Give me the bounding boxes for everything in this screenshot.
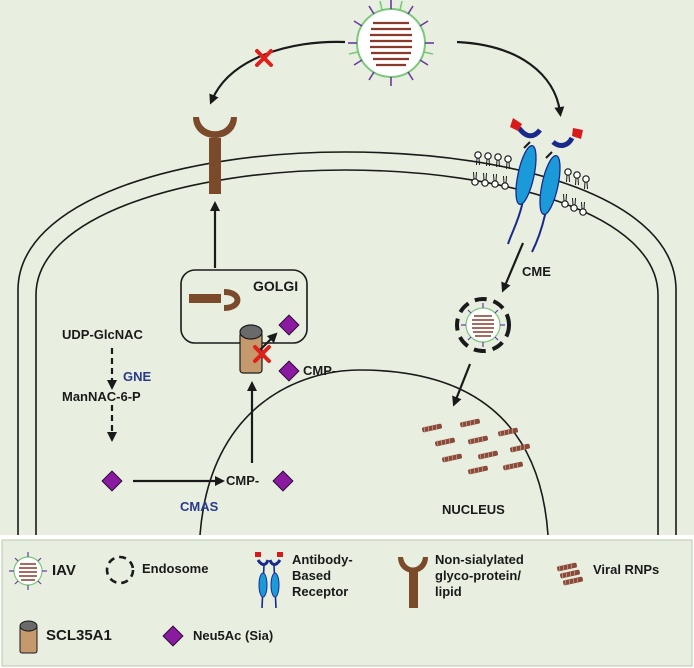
binding-arrow-antibody: [456, 40, 565, 117]
gne-label: GNE: [123, 369, 152, 384]
endosome-to-nucleus-arrow: [452, 363, 472, 407]
legend-scl-label: SCL35A1: [46, 627, 112, 644]
golgi-label: GOLGI: [253, 278, 299, 294]
cmp-golgi-label: CMP-: [303, 363, 337, 378]
cme-label: CME: [522, 264, 551, 279]
legend-virus-icon: [9, 552, 47, 590]
endosome-icon: [455, 297, 511, 353]
cell-membrane: [17, 151, 677, 535]
mannac-label: ManNAC-6-P: [62, 389, 141, 404]
virus-icon: [348, 0, 434, 86]
transport-arrow: [257, 332, 278, 353]
antibody-receptor-icon: [507, 118, 583, 253]
legend-antibody-label-1: Antibody-: [292, 552, 353, 567]
legend-antibody-label-3: Receptor: [292, 584, 349, 599]
legend-antibody-icon: [255, 552, 283, 609]
legend-rnps-label: Viral RNPs: [593, 562, 660, 577]
block-x-icon: [253, 345, 271, 363]
udp-glcnac-label: UDP-GlcNAC: [62, 327, 143, 342]
legend-iav-label: IAV: [52, 562, 76, 579]
cmp-nucleus-label: CMP-: [226, 473, 260, 488]
legend-transporter-icon: [19, 620, 38, 654]
legend-nonsia-label-1: Non-sialylated: [435, 552, 524, 567]
legend-nonsia-label-2: glyco-protein/: [435, 568, 521, 583]
legend-y-receptor-icon: [398, 557, 428, 608]
legend-panel: [1, 539, 693, 667]
cme-arrow: [501, 242, 525, 293]
legend-nonsia-label-3: lipid: [435, 584, 462, 599]
cmas-label: CMAS: [180, 499, 219, 514]
legend-endosome-icon: [105, 555, 135, 585]
legend-endosome-label: Endosome: [142, 561, 209, 576]
legend-neu5ac-label: Neu5Ac (Sia): [193, 628, 274, 643]
legend-antibody-label-2: Based: [292, 568, 332, 583]
golgi-y-receptor-icon: [189, 289, 241, 311]
nucleus-label: NUCLEUS: [442, 502, 505, 517]
y-receptor-icon: [193, 117, 237, 194]
block-x-icon: [255, 49, 273, 67]
main-panel: [0, 0, 694, 535]
